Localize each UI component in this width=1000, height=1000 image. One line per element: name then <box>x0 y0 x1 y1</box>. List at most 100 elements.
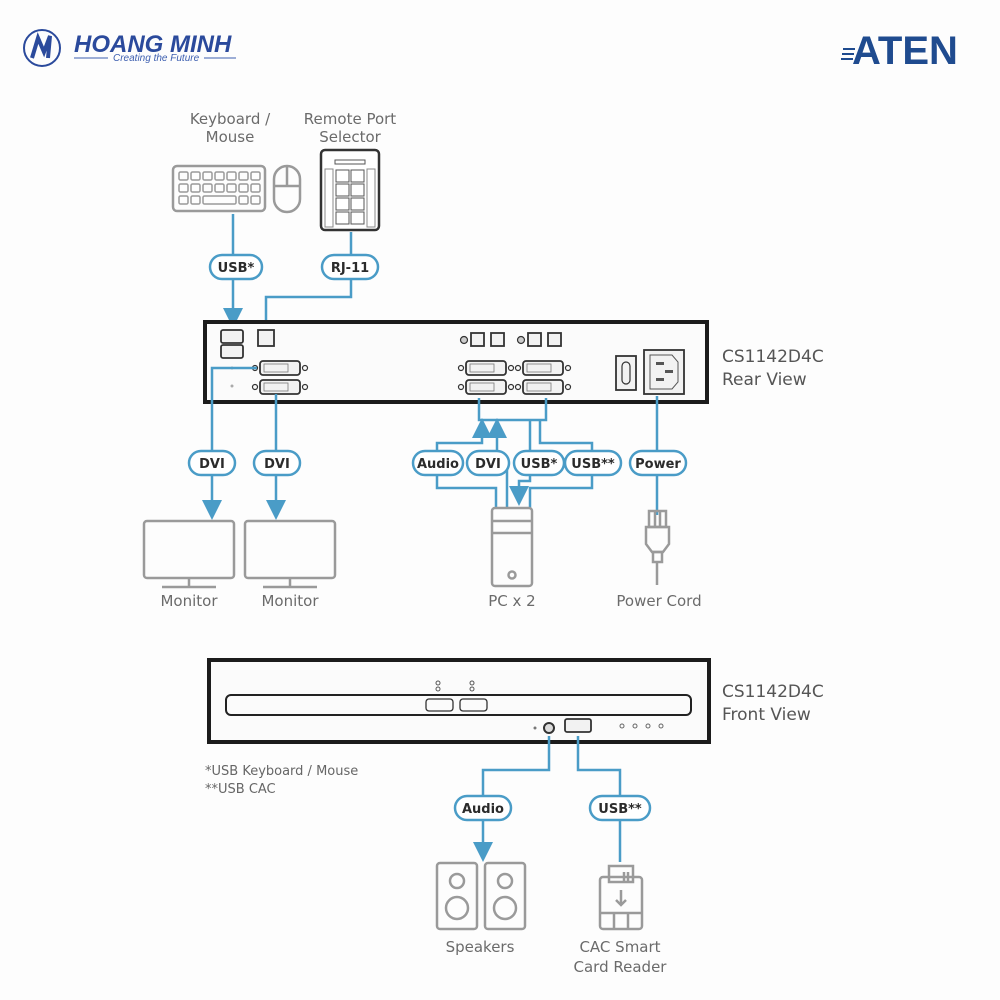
monitor-icon <box>243 519 337 589</box>
key <box>238 171 249 181</box>
dvi-port <box>457 379 515 395</box>
rj11-port <box>257 329 275 347</box>
key <box>250 171 261 181</box>
keyboard-mouse-label-1: Keyboard / <box>190 110 271 128</box>
usb-b-port <box>527 332 542 347</box>
connector-pill-power: Power <box>628 449 688 477</box>
svg-text:USB*: USB* <box>218 261 255 276</box>
dvi-port <box>251 360 309 376</box>
connector-pill-dvi: DVI <box>252 449 302 477</box>
key <box>178 183 189 193</box>
rear-view-title: Rear View <box>722 370 807 390</box>
remote-port-label-2: Selector <box>319 128 381 146</box>
key <box>226 171 237 181</box>
hoang-minh-logo: HOANG MINH Creating the Future <box>23 29 236 67</box>
connector-pill-usbs: USB* <box>512 449 566 477</box>
port-button <box>350 211 365 225</box>
port-button <box>350 197 365 211</box>
dvi-port <box>514 379 572 395</box>
port-button <box>350 183 365 197</box>
monitor-label-2: Monitor <box>261 592 319 610</box>
pc-label: PC x 2 <box>488 592 535 610</box>
pc-tower-icon <box>490 506 534 588</box>
usb-b-port <box>547 332 562 347</box>
key <box>190 171 201 181</box>
key <box>214 183 225 193</box>
svg-text:RJ-11: RJ-11 <box>331 261 369 276</box>
key <box>178 171 189 181</box>
front-model-title: CS1142D4C <box>722 682 824 702</box>
rear-model-title: CS1142D4C <box>722 347 824 367</box>
audio-port <box>516 335 526 345</box>
svg-text:DVI: DVI <box>475 457 501 472</box>
monitor-icon <box>142 519 236 589</box>
key <box>202 183 213 193</box>
port-button <box>335 211 350 225</box>
card-reader-label-2: Card Reader <box>574 958 668 976</box>
dvi-port <box>457 360 515 376</box>
front-audio-pill: Audio <box>453 794 513 822</box>
audio-port <box>459 335 469 345</box>
key <box>190 195 201 205</box>
svg-text:Power: Power <box>635 457 681 472</box>
keyboard-mouse-label-2: Mouse <box>206 128 255 146</box>
pc-bus-wire <box>477 398 548 422</box>
speakers-icon <box>435 861 527 931</box>
usb-b-port <box>470 332 485 347</box>
port-button <box>335 197 350 211</box>
svg-text:DVI: DVI <box>199 457 225 472</box>
aten-logo: ATEN <box>841 29 958 73</box>
power-switch <box>615 355 637 391</box>
port-button <box>335 183 350 197</box>
svg-text:USB**: USB** <box>598 802 642 817</box>
connector-pill-dvi: DVI <box>187 449 237 477</box>
svg-text:USB*: USB* <box>521 457 558 472</box>
power-socket <box>643 349 685 395</box>
keyboard-icon <box>171 164 267 213</box>
monitor-label-1: Monitor <box>160 592 218 610</box>
connector-pill-dvi: DVI <box>465 449 511 477</box>
key <box>226 183 237 193</box>
connector-pill-usbss: USB** <box>563 449 623 477</box>
mouse-icon <box>272 164 302 214</box>
key <box>178 195 189 205</box>
dvi-port <box>251 379 309 395</box>
front-usb-port <box>564 718 592 733</box>
dvi-port <box>514 360 572 376</box>
front-panel <box>207 658 711 744</box>
key <box>238 183 249 193</box>
logo-circle-icon <box>23 29 61 67</box>
port-selector-buttons <box>425 680 488 712</box>
connector-pill-audio: Audio <box>411 449 465 477</box>
speakers-label: Speakers <box>446 938 515 956</box>
key <box>250 183 261 193</box>
port-button <box>350 169 365 183</box>
svg-text:DVI: DVI <box>264 457 290 472</box>
power-plug-icon <box>644 509 671 585</box>
usb-b-port <box>490 332 505 347</box>
audio-jack <box>543 722 555 734</box>
brand-name: HOANG MINH <box>74 31 232 58</box>
key <box>202 171 213 181</box>
svg-text:USB**: USB** <box>571 457 615 472</box>
logo-m-icon <box>30 32 52 59</box>
front-view-title: Front View <box>722 705 811 725</box>
key <box>238 195 249 205</box>
svg-text:Audio: Audio <box>462 802 504 817</box>
front-slot <box>225 694 692 716</box>
svg-text:Audio: Audio <box>417 457 459 472</box>
remote-port-label-1: Remote Port <box>304 110 396 128</box>
usb-connector-pill: USB* <box>208 253 264 281</box>
remote-port-selector-icon <box>319 148 381 232</box>
aten-speed-lines-icon <box>841 48 855 60</box>
front-usbcac-pill: USB** <box>588 794 652 822</box>
footnote-1: *USB Keyboard / Mouse <box>205 764 358 779</box>
spacebar <box>202 195 237 205</box>
rj11-connector-pill: RJ-11 <box>320 253 380 281</box>
key <box>214 171 225 181</box>
usb-ports <box>220 329 244 359</box>
port-button <box>335 169 350 183</box>
key <box>250 195 261 205</box>
front-audio-wire <box>473 736 551 862</box>
